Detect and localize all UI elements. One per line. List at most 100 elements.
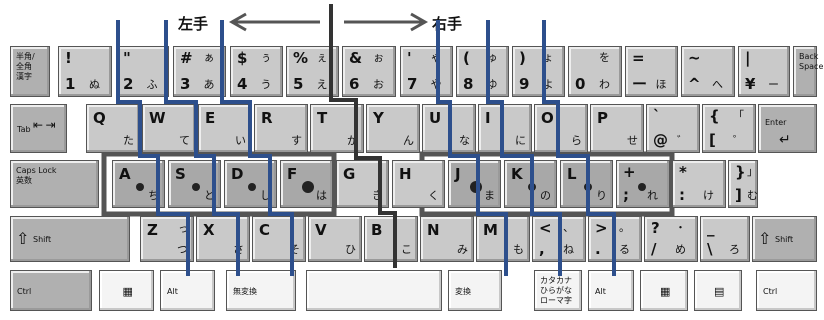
key-enter[interactable]: Enter↵	[758, 104, 817, 153]
key-alt-right[interactable]: Alt	[588, 270, 634, 311]
key-lshift[interactable]: Shift⇧	[10, 216, 130, 262]
key-kana: り	[596, 189, 607, 202]
key-symbol: `	[653, 107, 661, 125]
key-slash[interactable]: ?・/め	[644, 216, 698, 262]
home-position-dot	[469, 181, 482, 193]
key-kana[interactable]: カタカナひらがなローマ字	[534, 270, 582, 311]
home-position-dot	[135, 183, 144, 191]
key-kana: て	[179, 134, 190, 147]
key-ctrl-left[interactable]: Ctrl	[10, 270, 92, 311]
key-symbol: {	[709, 107, 720, 125]
key-muhenkan[interactable]: 無変換	[226, 270, 296, 311]
key-space[interactable]	[306, 270, 442, 311]
key-letter: U	[429, 109, 442, 127]
key-colon[interactable]: *:け	[672, 160, 726, 208]
enter-arrow-icon: ↵	[779, 132, 791, 148]
key-hankaku[interactable]: 半角/全角漢字	[10, 46, 50, 97]
key-win-right[interactable]: ▦	[640, 270, 688, 311]
key-number: 0	[575, 75, 586, 93]
key-yen[interactable]: |¥ー	[738, 46, 790, 97]
key-henkan[interactable]: 変換	[448, 270, 502, 311]
key-ctrl-right[interactable]: Ctrl	[756, 270, 817, 311]
key-kana: の	[540, 189, 551, 202]
key-letter: G	[343, 165, 356, 183]
key-period[interactable]: >。.る	[588, 216, 642, 262]
key-symbol: _	[707, 219, 715, 237]
key-letter: M	[483, 221, 498, 239]
key-small-kana: 、	[563, 221, 574, 234]
key-caret[interactable]: ~^へ	[681, 46, 735, 97]
key-kana: み	[457, 243, 468, 256]
key-small-kana: ぁ	[203, 51, 215, 64]
key-minus[interactable]: =ーほ	[625, 46, 678, 97]
key-alt-left[interactable]: Alt	[160, 270, 215, 311]
key-symbol: *	[679, 163, 687, 181]
key-tab[interactable]: Tab⇤ ⇥	[10, 104, 67, 153]
key-kana: へ	[712, 78, 723, 91]
key-kana: あ	[203, 78, 215, 91]
key-menu[interactable]: ▤	[694, 270, 742, 311]
key-rbracket[interactable]: }」]む	[728, 160, 758, 208]
key-kana: ゛	[677, 134, 688, 147]
key-win-left[interactable]: ▦	[99, 270, 154, 311]
key-kana: ま	[484, 189, 495, 202]
key-letter: N	[427, 221, 440, 239]
key-label-line: Space	[799, 62, 824, 71]
key-at[interactable]: `@゛	[646, 104, 700, 153]
key-semicolon[interactable]: +;れ	[616, 160, 670, 208]
home-position-dot	[527, 183, 536, 191]
key-comma[interactable]: <、,ね	[532, 216, 586, 262]
key-number: 3	[180, 75, 191, 93]
key-rshift[interactable]: Shift⇧	[752, 216, 817, 262]
key-symbol: (	[463, 49, 470, 67]
key-backslash[interactable]: _\ろ	[700, 216, 750, 262]
key-symbol: %	[293, 49, 309, 67]
key-small-kana: 」	[747, 165, 758, 178]
key-label: Shift	[33, 235, 52, 244]
key-bracket[interactable]: {「[゜	[702, 104, 756, 153]
key-small-kana: ぇ	[316, 51, 328, 64]
left-arrow-head-icon	[228, 12, 247, 32]
key-small-kana: 「	[733, 109, 744, 122]
key-kana: る	[619, 243, 630, 256]
